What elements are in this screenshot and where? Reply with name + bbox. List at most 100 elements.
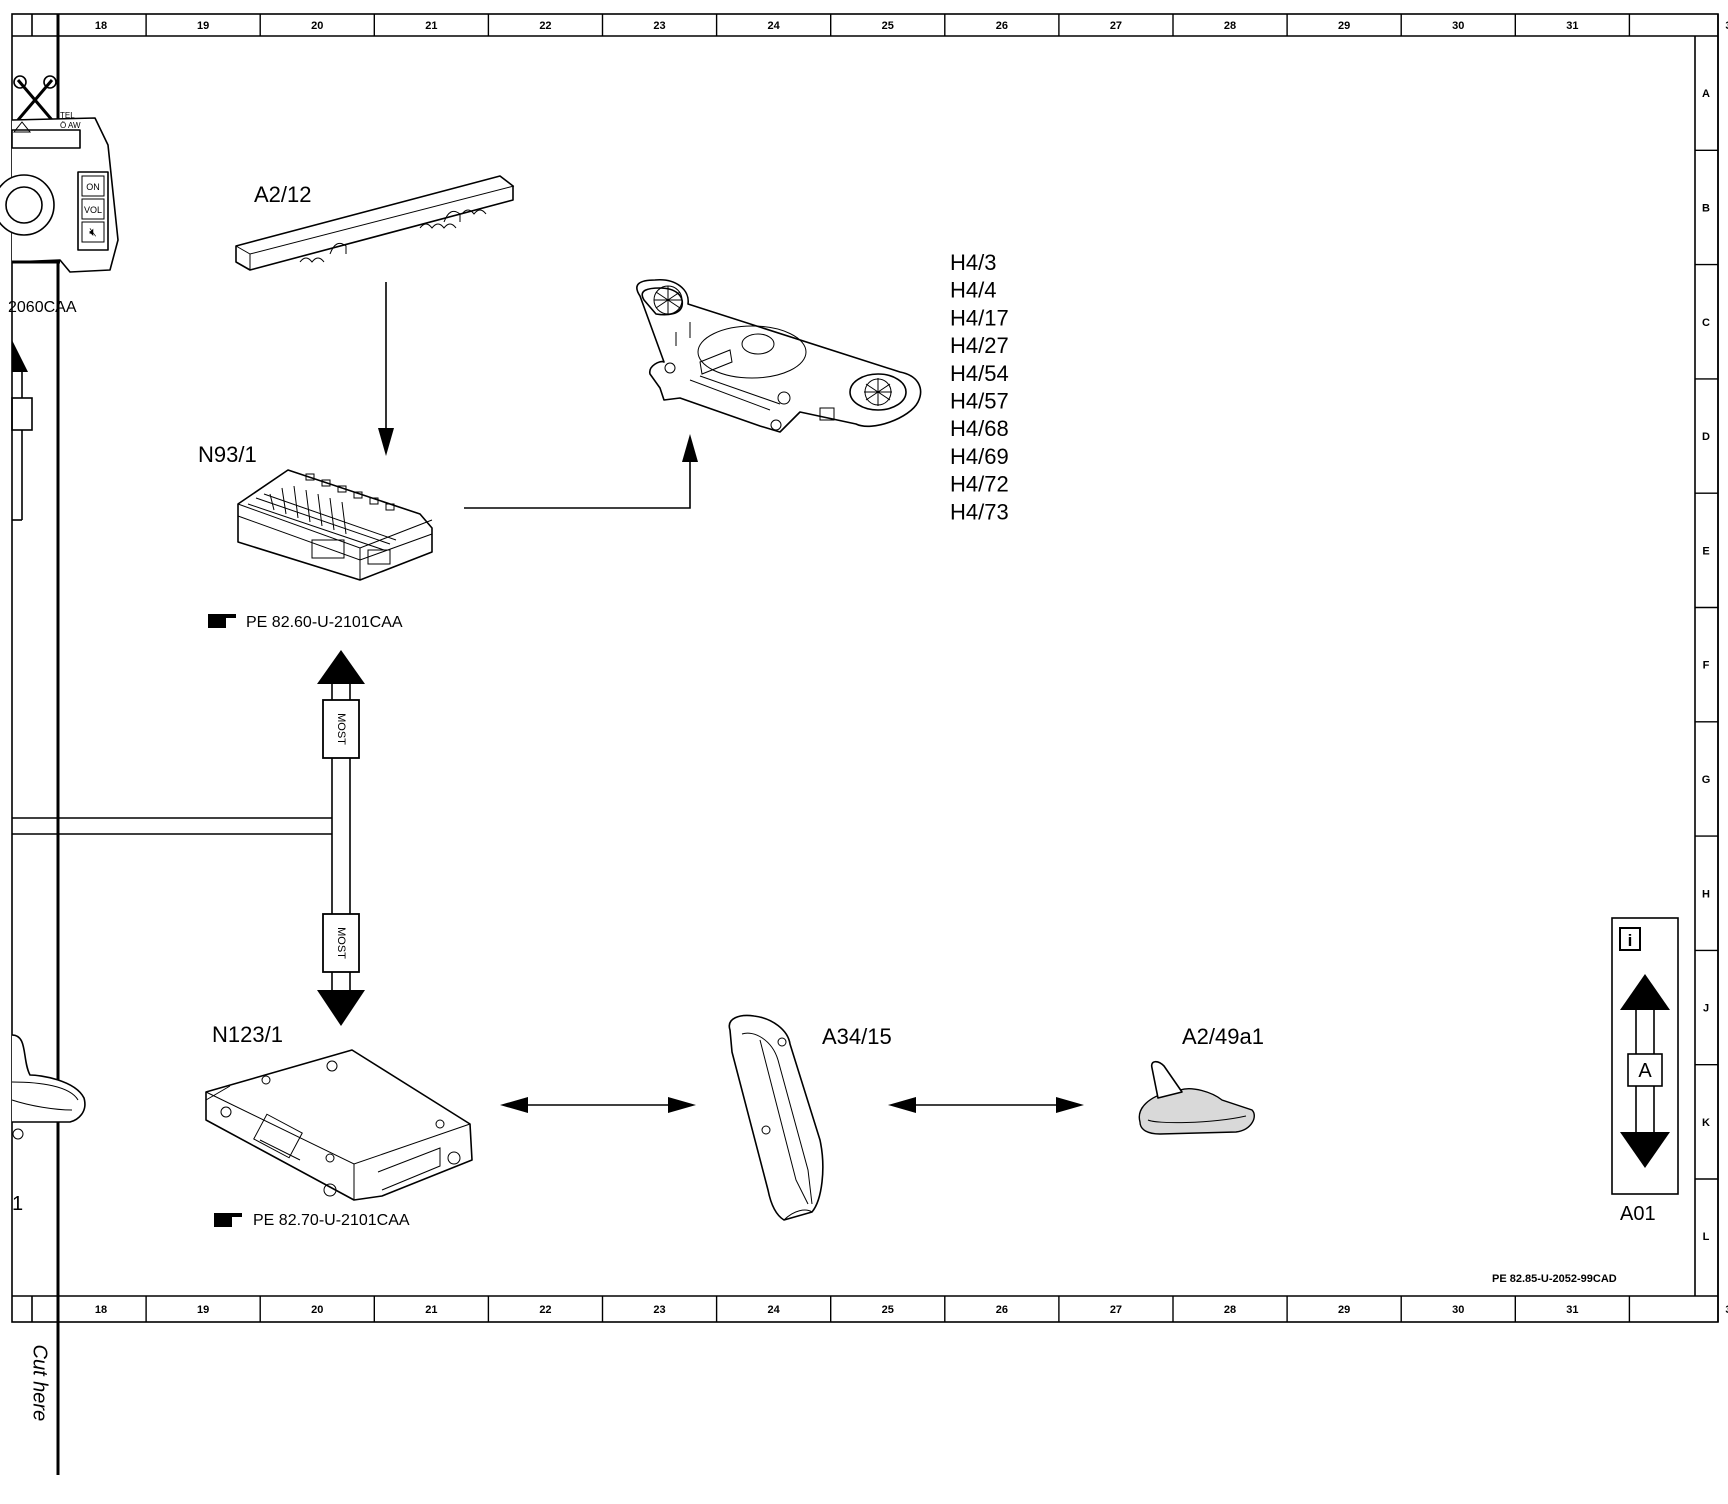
panel-tag-line1: TEL bbox=[60, 111, 75, 120]
label-h4-item: H4/57 bbox=[950, 389, 1009, 414]
row-label: E bbox=[1702, 545, 1709, 557]
connection-a2-12-to-n93-1 bbox=[378, 282, 394, 456]
label-h4-item: H4/72 bbox=[950, 472, 1009, 497]
component-h4-speaker-assembly[interactable] bbox=[636, 279, 922, 433]
pointing-hand-icon bbox=[214, 1213, 242, 1227]
column-label-top: 29 bbox=[1338, 20, 1350, 32]
row-label: L bbox=[1703, 1231, 1710, 1243]
label-h4-item: H4/54 bbox=[950, 361, 1009, 386]
n93-1-reference[interactable]: PE 82.60-U-2101CAA bbox=[208, 614, 403, 631]
label-a2-12: A2/12 bbox=[254, 182, 312, 207]
column-label-bottom: 20 bbox=[311, 1304, 323, 1316]
column-label-top: 27 bbox=[1110, 20, 1122, 32]
label-h4-item: H4/73 bbox=[950, 499, 1009, 524]
component-a2-12[interactable]: A2/12 bbox=[235, 175, 515, 271]
column-label-bottom: 28 bbox=[1224, 1304, 1236, 1316]
mute-icon: 🔇︎ bbox=[89, 225, 97, 239]
row-label: D bbox=[1702, 431, 1710, 443]
sheet-frame bbox=[11, 13, 1719, 1475]
left-fragment-number: 1 bbox=[12, 1193, 23, 1215]
cut-here-text: Cut here bbox=[28, 1344, 51, 1422]
connection-n123-1-to-a34-15 bbox=[500, 1097, 696, 1113]
n93-1-pins bbox=[305, 473, 395, 511]
label-h4-item: H4/69 bbox=[950, 444, 1009, 469]
n93-1-ref-text: PE 82.60-U-2101CAA bbox=[246, 614, 403, 631]
column-label-bottom: 25 bbox=[882, 1304, 894, 1316]
page-up-arrow[interactable] bbox=[1620, 974, 1670, 1010]
column-label-top: 26 bbox=[996, 20, 1008, 32]
most-label-upper: MOST bbox=[322, 699, 360, 759]
h4-label-list: H4/3H4/4H4/17H4/27H4/54H4/57H4/68H4/69H4… bbox=[950, 250, 1009, 524]
label-n93-1: N93/1 bbox=[198, 442, 257, 467]
row-label: H bbox=[1702, 888, 1710, 900]
row-grid-ticks bbox=[1695, 149, 1718, 1180]
connection-a34-15-to-a2-49a1 bbox=[888, 1097, 1084, 1113]
label-h4-item: H4/4 bbox=[950, 278, 996, 303]
panel-button-on: ON bbox=[86, 182, 100, 192]
column-label-top: 23 bbox=[653, 20, 665, 32]
n123-1-reference[interactable]: PE 82.70-U-2101CAA bbox=[214, 1212, 410, 1229]
component-n123-1[interactable]: N123/1 bbox=[205, 1022, 473, 1201]
component-a34-15[interactable]: A34/15 bbox=[728, 1014, 892, 1221]
label-a34-15: A34/15 bbox=[822, 1024, 892, 1049]
column-label-bottom: 32 bbox=[1725, 1304, 1728, 1316]
left-fragment-ref: 2060CAA bbox=[8, 299, 77, 316]
row-label: K bbox=[1702, 1117, 1710, 1129]
component-n93-1[interactable]: N93/1 bbox=[198, 442, 433, 581]
panel-tag-line2: Ö AW bbox=[60, 121, 81, 130]
row-label: B bbox=[1702, 202, 1710, 214]
column-label-top: 18 bbox=[95, 20, 107, 32]
column-label-bottom: 24 bbox=[768, 1304, 781, 1316]
column-label-bottom: 29 bbox=[1338, 1304, 1350, 1316]
column-grid-ticks bbox=[145, 14, 1631, 1322]
column-label-bottom: 26 bbox=[996, 1304, 1008, 1316]
pointing-hand-icon bbox=[208, 614, 236, 628]
page-code: A01 bbox=[1620, 1203, 1656, 1225]
scissors-icon bbox=[13, 75, 57, 121]
most-label-lower: MOST bbox=[322, 913, 360, 973]
column-label-bottom: 27 bbox=[1110, 1304, 1122, 1316]
info-icon: i bbox=[1628, 931, 1633, 950]
column-label-bottom: 31 bbox=[1566, 1304, 1578, 1316]
page-navigation-box: i A bbox=[1611, 917, 1679, 1195]
row-label: A bbox=[1702, 88, 1710, 100]
label-h4-item: H4/3 bbox=[950, 250, 996, 275]
page-down-arrow[interactable] bbox=[1620, 1132, 1670, 1168]
column-label-top: 24 bbox=[768, 20, 781, 32]
column-label-top: 21 bbox=[425, 20, 437, 32]
control-panel-fragment: ON VOL 🔇︎ TEL Ö AW bbox=[0, 111, 119, 273]
column-label-bottom: 22 bbox=[539, 1304, 551, 1316]
label-a2-49a1: A2/49a1 bbox=[1182, 1024, 1264, 1049]
component-a2-49a1[interactable]: A2/49a1 bbox=[1138, 1024, 1264, 1135]
column-label-bottom: 18 bbox=[95, 1304, 107, 1316]
column-label-top: 20 bbox=[311, 20, 323, 32]
connection-n93-1-to-h4 bbox=[464, 434, 698, 509]
row-label: F bbox=[1703, 660, 1710, 672]
drawing-number: PE 82.85-U-2052-99CAD bbox=[1492, 1273, 1617, 1285]
column-label-bottom: 23 bbox=[653, 1304, 665, 1316]
column-label-top: 28 bbox=[1224, 20, 1236, 32]
info-button[interactable]: i bbox=[1619, 927, 1641, 951]
column-label-top: 19 bbox=[197, 20, 209, 32]
svg-text:MOST: MOST bbox=[335, 713, 347, 745]
n123-1-ref-text: PE 82.70-U-2101CAA bbox=[253, 1212, 410, 1229]
column-label-top: 32 bbox=[1725, 20, 1728, 32]
column-label-bottom: 30 bbox=[1452, 1304, 1464, 1316]
column-label-bottom: 21 bbox=[425, 1304, 437, 1316]
label-h4-item: H4/17 bbox=[950, 305, 1009, 330]
most-bus bbox=[12, 650, 365, 1026]
panel-button-vol: VOL bbox=[84, 205, 102, 215]
column-labels-top: 181920212223242526272829303132 bbox=[95, 20, 1728, 32]
column-label-top: 31 bbox=[1566, 20, 1578, 32]
column-label-bottom: 19 bbox=[197, 1304, 209, 1316]
svg-text:MOST: MOST bbox=[335, 927, 347, 959]
column-label-top: 25 bbox=[882, 20, 894, 32]
label-h4-item: H4/27 bbox=[950, 333, 1009, 358]
label-h4-item: H4/68 bbox=[950, 416, 1009, 441]
row-label: G bbox=[1702, 774, 1711, 786]
page-letter-box: A bbox=[1627, 1053, 1663, 1087]
column-labels-bottom: 18 19 20 21 22 23 24 25 26 27 28 29 30 31 32 bbox=[95, 1304, 1728, 1316]
left-fragment: ON VOL 🔇︎ TEL Ö AW 2060CAA 1 bbox=[0, 75, 119, 1215]
